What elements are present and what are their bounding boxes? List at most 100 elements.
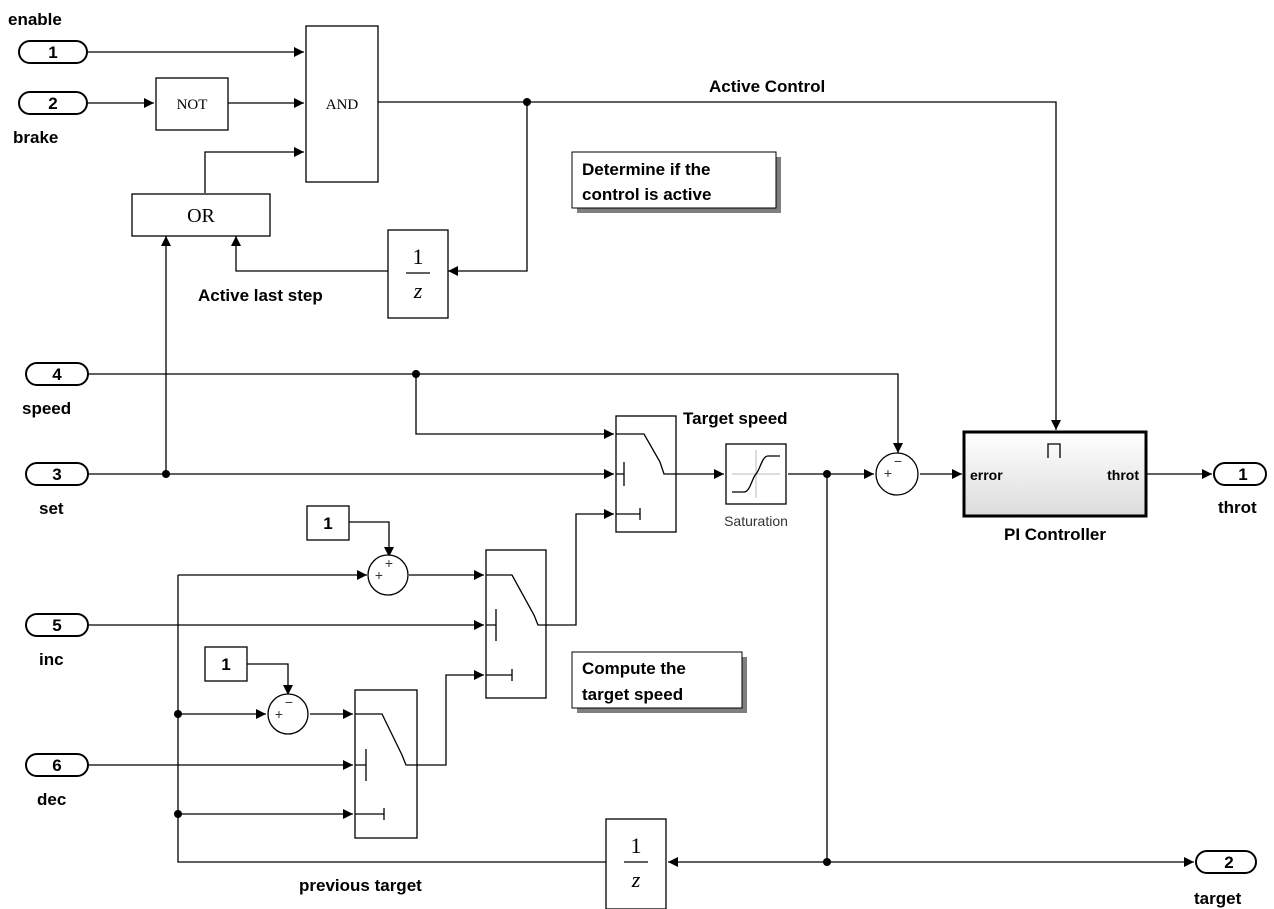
unit-delay-target-denominator: z — [631, 867, 641, 892]
sum-inc-shape[interactable] — [367, 554, 409, 596]
sum-dec-shape[interactable] — [267, 693, 309, 735]
pi-controller-block[interactable]: error throt PI Controller — [962, 430, 1148, 544]
signal-lines — [88, 47, 1212, 867]
inport-speed-number: 4 — [52, 365, 62, 384]
switch-icon — [616, 433, 676, 475]
inport-brake-shape[interactable] — [18, 91, 88, 115]
constant-inc-shape[interactable] — [306, 505, 350, 541]
junction-dot — [823, 858, 831, 866]
wire-active-to-delay — [448, 102, 528, 276]
constant-inc[interactable]: 1 — [306, 505, 350, 541]
wire-active-control — [378, 101, 1061, 430]
saturation-block[interactable]: Saturation — [724, 443, 788, 529]
and-block[interactable]: AND — [305, 25, 379, 183]
wire-inc-switch-to-target-switch — [547, 509, 614, 626]
annotation-line: target speed — [582, 685, 683, 704]
sum-inc-block[interactable]: + + — [367, 554, 409, 596]
sum-dec-block[interactable]: + − — [267, 693, 309, 735]
and-block-shape[interactable] — [305, 25, 379, 183]
pi-controller-shape[interactable] — [962, 430, 1148, 518]
annotation-line: Determine if the — [582, 160, 710, 179]
active-last-step-label: Active last step — [198, 286, 323, 305]
not-block-shape[interactable] — [155, 77, 229, 131]
sum-minus-sign: − — [894, 453, 902, 469]
saturation-label: Saturation — [724, 513, 788, 529]
outport-target-shape[interactable] — [1195, 850, 1257, 874]
constant-dec-shape[interactable] — [204, 646, 248, 682]
sum-minus-sign: − — [285, 694, 293, 710]
inport-speed-shape[interactable] — [25, 362, 89, 386]
inport-enable[interactable]: 1 enable — [8, 10, 88, 64]
inport-dec-shape[interactable] — [25, 753, 89, 777]
sum-error-shape[interactable] — [875, 452, 919, 496]
wire-or-to-and — [204, 147, 304, 193]
previous-target-label: previous target — [299, 876, 422, 895]
inport-enable-shape[interactable] — [18, 40, 88, 64]
constant-dec[interactable]: 1 — [204, 646, 248, 682]
inc-switch[interactable] — [485, 549, 547, 699]
inport-dec-number: 6 — [52, 756, 61, 775]
outport-throt-number: 1 — [1238, 465, 1247, 484]
wire-speed-to-switch — [415, 374, 614, 439]
outport-throt-shape[interactable] — [1213, 462, 1267, 486]
inport-inc-shape[interactable] — [25, 613, 89, 637]
switch-input-icon — [616, 508, 641, 520]
wire-previous-target — [177, 575, 606, 863]
outport-throt-label: throt — [1218, 498, 1257, 517]
pi-controller-label: PI Controller — [1004, 525, 1106, 544]
unit-delay-active-shape[interactable] — [387, 229, 449, 319]
annotation-box — [571, 651, 743, 709]
annotation-determine-active: Determine if the control is active — [571, 151, 781, 213]
switch-icon — [355, 713, 418, 766]
trigger-icon — [1047, 443, 1061, 458]
junction-dot — [174, 710, 182, 718]
inport-inc-number: 5 — [52, 616, 61, 635]
annotation-box — [571, 151, 777, 209]
switch-input-icon — [486, 669, 513, 681]
unit-delay-target-shape[interactable] — [605, 818, 667, 909]
inport-set[interactable]: 3 set — [25, 462, 89, 518]
inport-set-number: 3 — [52, 465, 61, 484]
inport-dec[interactable]: 6 dec — [25, 753, 89, 809]
target-speed-switch[interactable] — [615, 415, 677, 533]
or-block-label: OR — [187, 205, 215, 227]
annotation-line: Compute the — [582, 659, 686, 678]
constant-inc-value: 1 — [323, 514, 332, 533]
inport-speed[interactable]: 4 speed — [22, 362, 89, 418]
inport-speed-label: speed — [22, 399, 71, 418]
unit-delay-target[interactable]: 1 z — [605, 818, 667, 909]
outport-throt[interactable]: 1 throt — [1213, 462, 1267, 517]
unit-delay-active[interactable]: 1 z — [387, 229, 449, 319]
sum-plus-sign: + — [385, 555, 393, 571]
unit-delay-active-denominator: z — [413, 278, 423, 303]
sum-plus-sign: + — [275, 706, 283, 722]
inport-set-shape[interactable] — [25, 462, 89, 486]
not-block[interactable]: NOT — [155, 77, 229, 131]
unit-delay-target-numerator: 1 — [631, 833, 642, 858]
pi-error-port-label: error — [970, 467, 1003, 483]
or-block[interactable]: OR — [131, 193, 271, 237]
sum-error-block[interactable]: + − — [875, 452, 919, 496]
inport-inc[interactable]: 5 inc — [25, 613, 89, 669]
junction-dot — [412, 370, 420, 378]
inport-enable-label: enable — [8, 10, 62, 29]
outport-target[interactable]: 2 target — [1194, 850, 1257, 908]
target-speed-label: Target speed — [683, 409, 788, 428]
dec-switch[interactable] — [354, 689, 418, 839]
wire-dec-switch-to-inc-switch — [418, 670, 484, 766]
outport-target-number: 2 — [1224, 853, 1233, 872]
active-control-label: Active Control — [709, 77, 825, 96]
dec-switch-shape[interactable] — [354, 689, 418, 839]
junction-dot — [523, 98, 531, 106]
junction-dot — [174, 810, 182, 818]
inport-set-label: set — [39, 499, 64, 518]
inport-brake[interactable]: 2 brake — [13, 91, 88, 147]
or-block-shape[interactable] — [131, 193, 271, 237]
switch-control-icon — [616, 462, 625, 486]
switch-icon — [486, 574, 547, 626]
junction-dot — [162, 470, 170, 478]
sum-plus-sign: + — [884, 465, 892, 481]
not-block-label: NOT — [177, 97, 208, 113]
outport-target-label: target — [1194, 889, 1242, 908]
